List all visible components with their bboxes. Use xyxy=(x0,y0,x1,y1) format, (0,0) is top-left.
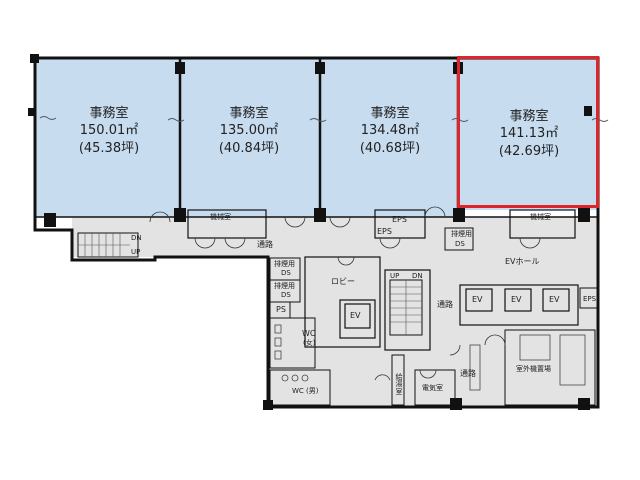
electrical-label: 電気室 xyxy=(422,384,443,392)
ds-a-label-2: DS xyxy=(281,269,291,277)
wc-male-label: WC (男) xyxy=(292,387,319,395)
stair-1-up-label: UP xyxy=(131,248,141,256)
stair-1-dn-label: DN xyxy=(131,234,142,242)
ps-label: PS xyxy=(276,305,286,314)
office-1-fill xyxy=(35,58,180,217)
office-3-area-m2: 134.48㎡ xyxy=(360,123,420,138)
passage-3-label: 通路 xyxy=(460,369,476,378)
ev-car-4-label: EV xyxy=(350,311,361,320)
wc-female-label-1: WC xyxy=(302,329,316,338)
stair-treads xyxy=(78,233,422,335)
office-3-area-tsubo: (40.68坪) xyxy=(359,141,421,156)
ds-b-label-2: DS xyxy=(281,291,291,299)
office-4-name: 事務室 xyxy=(509,109,549,124)
eps-2-label: EPS xyxy=(377,227,392,236)
wc-female-label-2: (女) xyxy=(303,339,316,347)
stair-2-up-label: UP xyxy=(390,272,400,280)
core-area-lower xyxy=(268,257,598,407)
office-3-fill xyxy=(320,58,458,217)
doors xyxy=(149,206,541,381)
office-4-area-m2: 141.13㎡ xyxy=(499,126,559,141)
office-2-area-m2: 135.00㎡ xyxy=(219,123,279,138)
ev-car-1-label: EV xyxy=(472,295,483,304)
office-2-fill xyxy=(180,58,320,217)
core-area xyxy=(72,217,598,257)
stair-2-dn-label: DN xyxy=(412,272,423,280)
machine-room-2-label: 機械室 xyxy=(530,213,551,221)
eps-1-label: EPS xyxy=(392,215,407,224)
ev-car-2-label: EV xyxy=(511,295,522,304)
office-2-area-tsubo: (40.84坪) xyxy=(218,141,280,156)
ds-c-label-1: 排煙用 xyxy=(451,230,472,238)
ds-a-label-1: 排煙用 xyxy=(274,260,295,268)
fixtures xyxy=(274,324,586,391)
office-4-fill xyxy=(458,58,598,210)
office-2-name: 事務室 xyxy=(229,106,269,121)
janitor-label: 給湯室 xyxy=(395,373,403,396)
ev-car-3-label: EV xyxy=(549,295,560,304)
office-3-name: 事務室 xyxy=(370,106,410,121)
wall-marks xyxy=(39,116,609,122)
office-1-area-tsubo: (45.38坪) xyxy=(78,141,140,156)
passage-2-label: 通路 xyxy=(437,300,453,309)
ds-c-label-2: DS xyxy=(455,240,465,248)
lobby-label: ロビー xyxy=(331,277,355,286)
passage-1-label: 通路 xyxy=(257,240,273,249)
selected-office-highlight xyxy=(457,56,599,208)
office-1-area-m2: 150.01㎡ xyxy=(79,123,139,138)
ev-hall-label: EVホール xyxy=(505,257,540,266)
machine-room-1-label: 機械室 xyxy=(210,213,231,221)
ds-b-label-1: 排煙用 xyxy=(274,282,295,290)
office-4-area-tsubo: (42.69坪) xyxy=(498,144,560,159)
office-1-name: 事務室 xyxy=(89,106,129,121)
outdoor-unit-label: 室外機置場 xyxy=(516,365,551,373)
eps-3-label: EPS xyxy=(583,295,597,303)
